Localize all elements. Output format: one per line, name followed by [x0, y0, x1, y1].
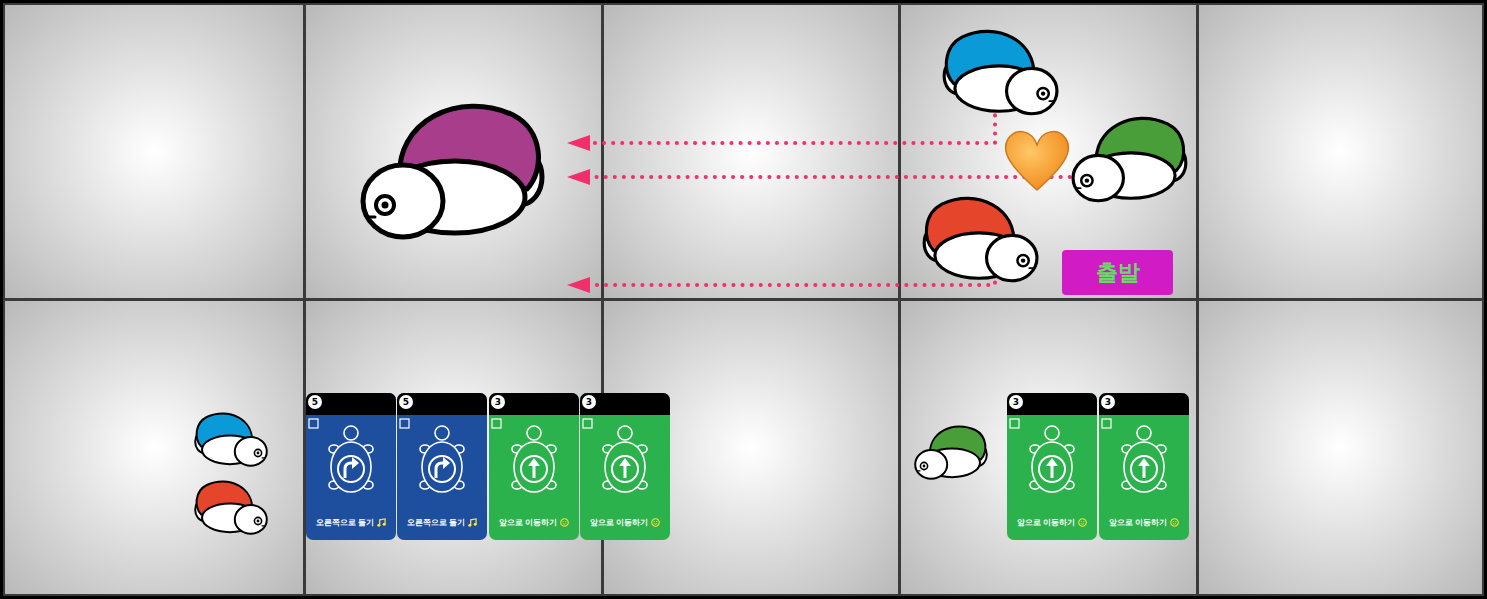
card-label-row: 앞으로 이동하기 [1007, 517, 1097, 528]
card-label-row: 앞으로 이동하기 [580, 517, 670, 528]
arrow-heads [567, 135, 590, 293]
card-label-row: 오른쪽으로 돌기 [306, 517, 396, 528]
card-type-icon [309, 419, 318, 428]
green-turtle [1073, 118, 1186, 200]
card-band [1007, 393, 1097, 415]
card-band [580, 393, 670, 415]
action-card: 5 오른쪽으로 돌기 [397, 393, 487, 540]
start-label-box: 출발 [1062, 250, 1173, 295]
card-action: 앞으로 이동하기 [1017, 517, 1076, 528]
card-label-row: 오른쪽으로 돌기 [397, 517, 487, 528]
card-turtle-icon [603, 426, 647, 492]
blue-turtle [944, 31, 1057, 113]
heart [1006, 132, 1069, 190]
card-turtle-icon [512, 426, 556, 492]
card-type-icon [492, 419, 501, 428]
card-action: 오른쪽으로 돌기 [407, 517, 466, 528]
card-cost: 3 [1009, 395, 1023, 409]
card-cost: 3 [491, 395, 505, 409]
green-turtle-token [915, 426, 987, 478]
action-card: 3 앞으로 이동하기 [1099, 393, 1189, 540]
card-action: 오른쪽으로 돌기 [316, 517, 375, 528]
card-turtle-icon [1030, 426, 1074, 492]
smiley-icon [1170, 518, 1179, 527]
action-card: 3 앞으로 이동하기 [1007, 393, 1097, 540]
card-turtle-icon [1122, 426, 1166, 492]
card-type-icon [583, 419, 592, 428]
card-action: 앞으로 이동하기 [1109, 517, 1168, 528]
card-cost: 3 [582, 395, 596, 409]
board-tiles [4, 4, 1483, 595]
purple-turtle [363, 106, 542, 237]
card-action: 앞으로 이동하기 [590, 517, 649, 528]
smiley-icon [1078, 518, 1087, 527]
smiley-icon [560, 518, 569, 527]
card-type-icon [1010, 419, 1019, 428]
card-cost: 5 [399, 395, 413, 409]
action-card: 5 오른쪽으로 돌기 [306, 393, 396, 540]
card-turtle-icon [329, 426, 373, 492]
card-band [1099, 393, 1189, 415]
red-turtle-token [195, 481, 267, 533]
music-note-icon [468, 518, 477, 527]
card-action: 앞으로 이동하기 [499, 517, 558, 528]
card-label-row: 앞으로 이동하기 [489, 517, 579, 528]
action-card: 3 앞으로 이동하기 [489, 393, 579, 540]
card-cost: 5 [308, 395, 322, 409]
card-band [306, 393, 396, 415]
card-cost: 3 [1101, 395, 1115, 409]
blue-turtle-token [195, 413, 267, 465]
smiley-icon [651, 518, 660, 527]
card-turtle-icon [420, 426, 464, 492]
card-type-icon [400, 419, 409, 428]
action-card: 3 앞으로 이동하기 [580, 393, 670, 540]
card-type-icon [1102, 419, 1111, 428]
card-band [397, 393, 487, 415]
path-arrows [590, 88, 1088, 285]
music-note-icon [377, 518, 386, 527]
card-label-row: 앞으로 이동하기 [1099, 517, 1189, 528]
red-turtle [924, 198, 1037, 280]
card-band [489, 393, 579, 415]
start-label: 출발 [1096, 258, 1140, 288]
